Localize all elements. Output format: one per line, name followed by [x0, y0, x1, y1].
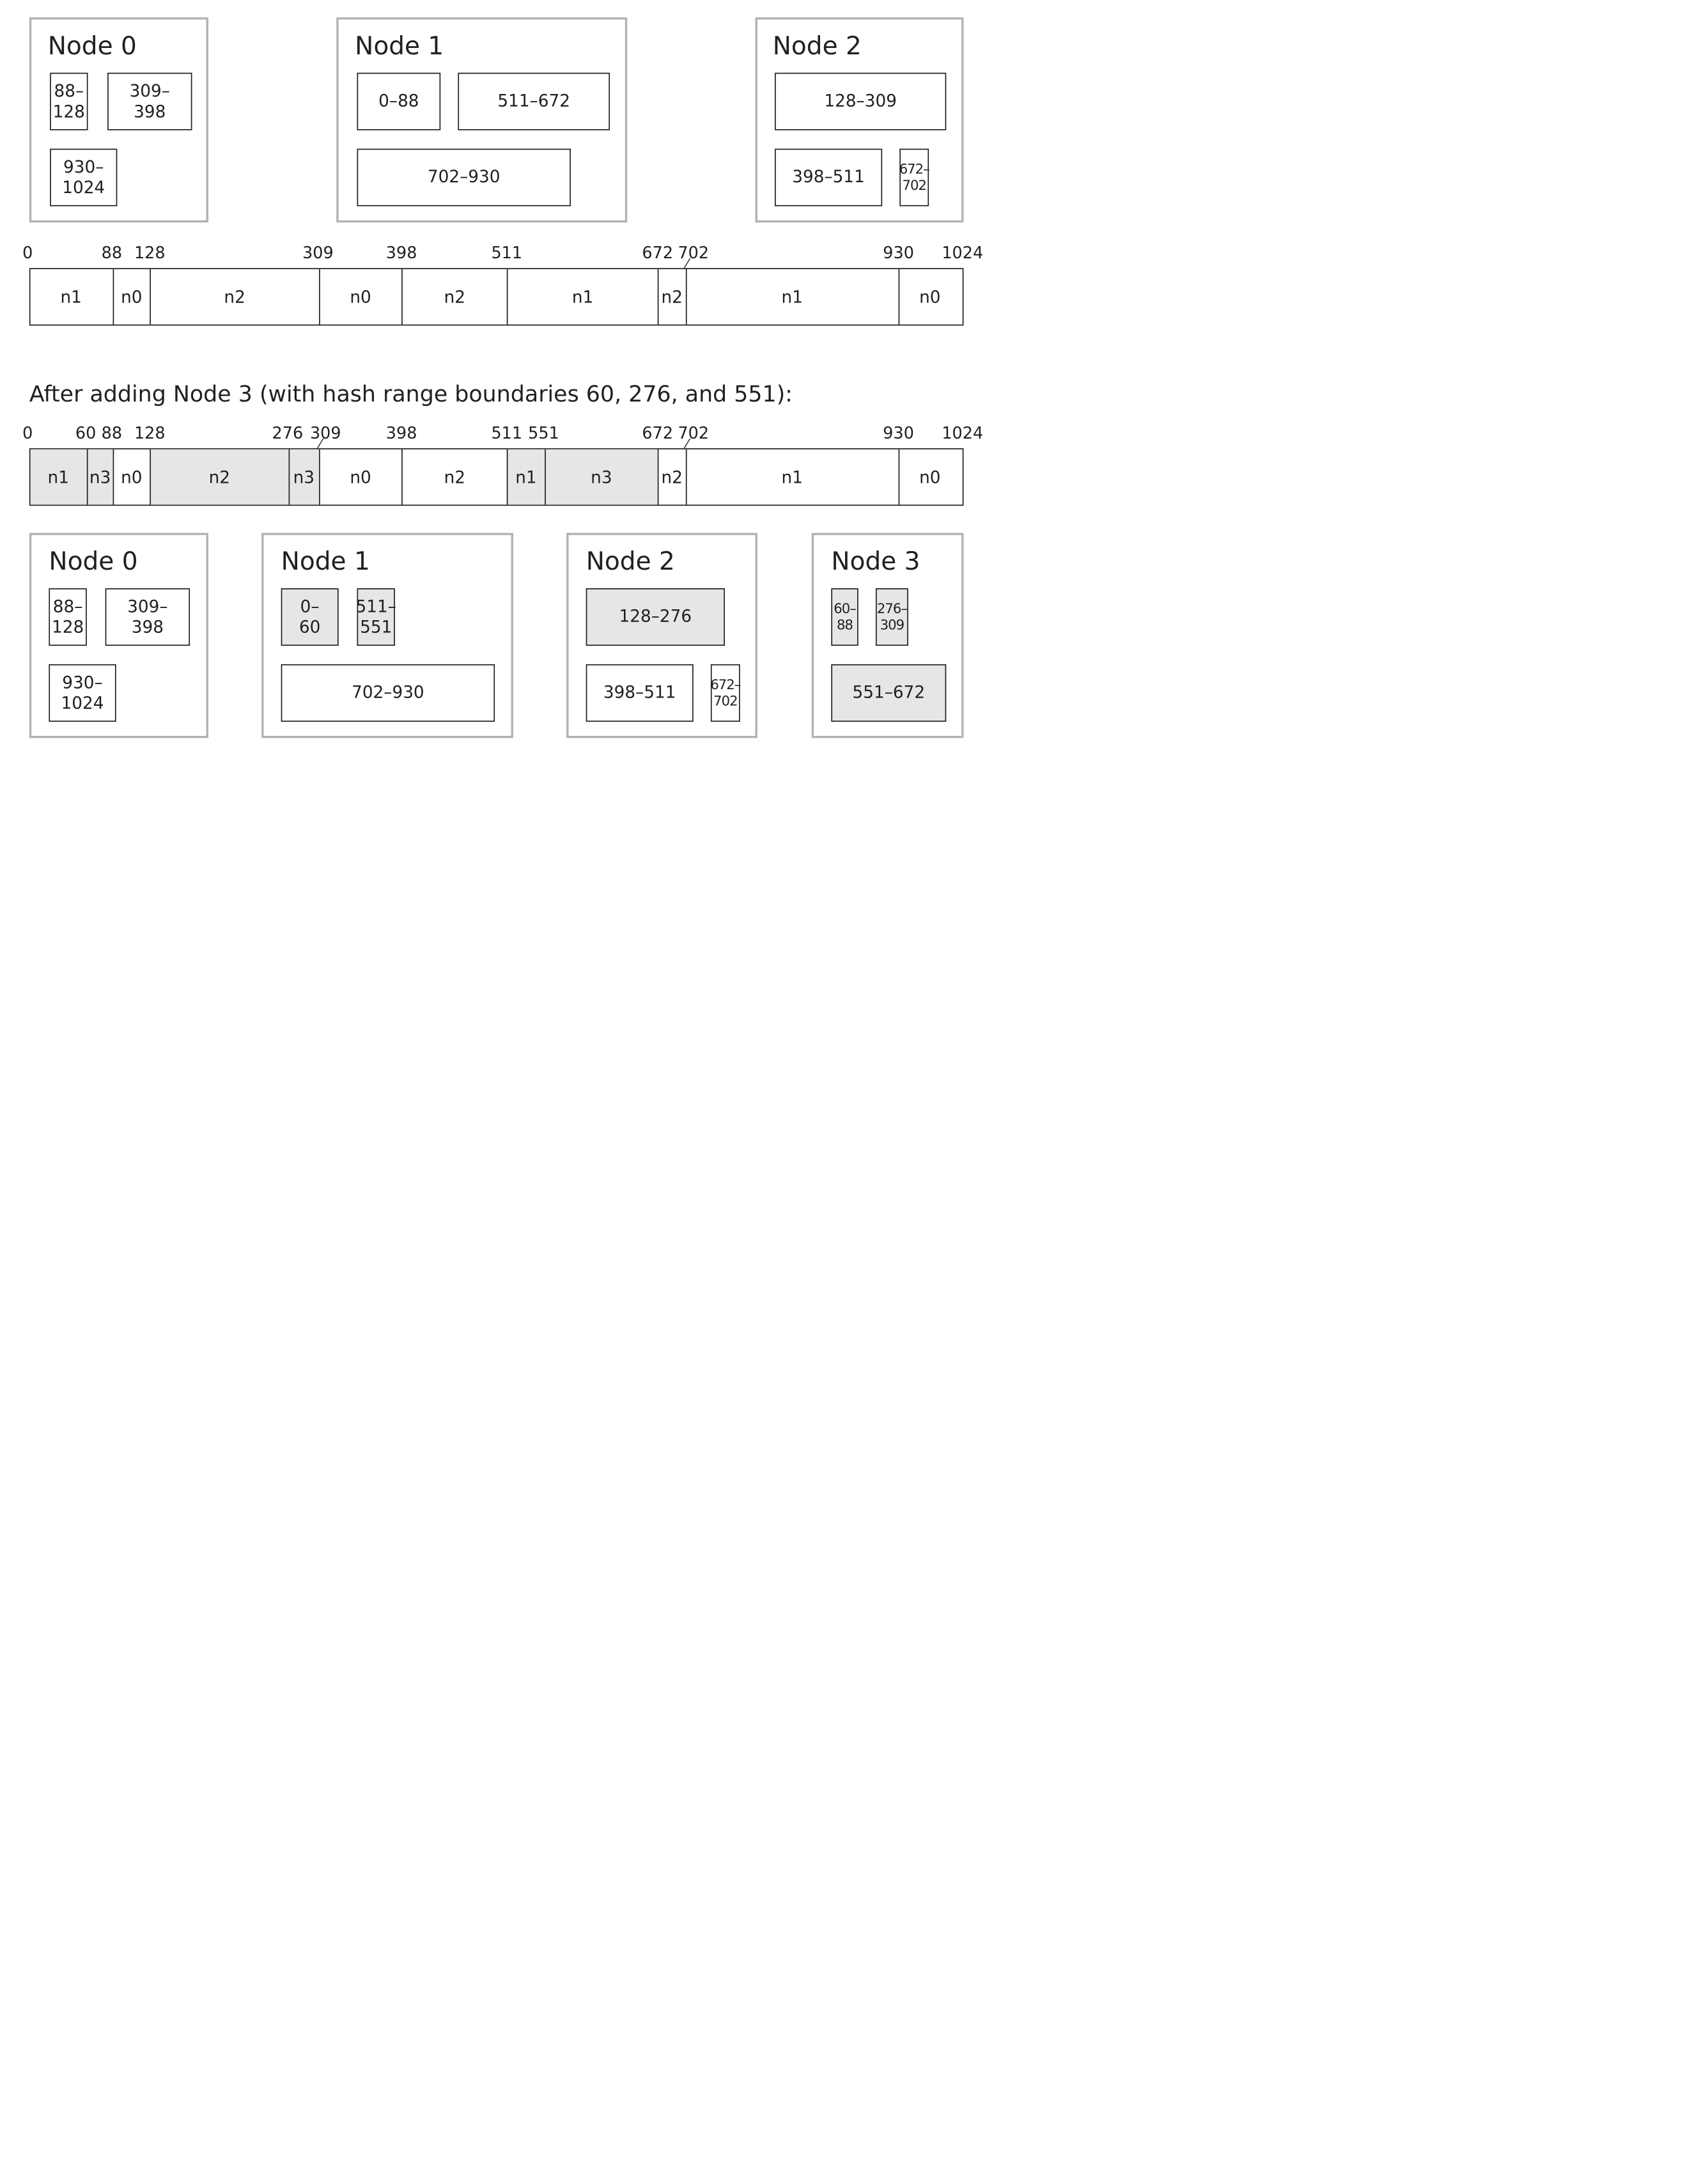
range-box: 88– 128 [50, 72, 88, 130]
tick-label: 88 [101, 243, 123, 263]
range-box: 672– 702 [710, 664, 741, 722]
after-node-3-box: Node 3 60– 88 276– 309 551–672 [811, 533, 964, 738]
tick-label: 309 [309, 423, 341, 443]
before-node-0-box: Node 0 88– 128 309– 398 930– 1024 [29, 17, 208, 223]
ring-segment: n0 [897, 269, 961, 325]
range-box: 511– 551 [356, 588, 396, 646]
tick-label: 511 [491, 423, 523, 443]
range-box: 930– 1024 [49, 664, 116, 722]
before-node-1-box: Node 1 0–88 511–672 702–930 [336, 17, 628, 223]
tick-label: 398 [385, 423, 417, 443]
node-title: Node 1 [355, 32, 444, 61]
ring-segment: n0 [897, 449, 961, 505]
tick-label: 398 [385, 243, 417, 263]
ring-segment: n1 [685, 449, 898, 505]
tick-label: 0 [22, 423, 33, 443]
before-hash-ring: n1 n0 n2 n0 n2 n1 n2 n1 n0 [28, 268, 963, 326]
ring-segment: n0 [112, 269, 150, 325]
leader-line [683, 438, 691, 449]
ring-segment: n1 [29, 449, 87, 505]
after-hash-ring: n1 n3 n0 n2 n3 n0 n2 n1 n3 n2 n1 n0 [28, 448, 963, 506]
range-box: 511–672 [458, 72, 610, 130]
tick-label: 551 [528, 423, 559, 443]
before-node-2-box: Node 2 128–309 398–511 672– 702 [755, 17, 964, 223]
tick-label: 309 [302, 243, 334, 263]
node-title: Node 1 [281, 548, 370, 577]
range-box: 702–930 [357, 148, 571, 207]
range-box: 60– 88 [831, 588, 858, 646]
ring-segment: n1 [506, 449, 545, 505]
ring-segment: n3 [86, 449, 112, 505]
ring-segment: n2 [657, 269, 685, 325]
range-box: 0– 60 [281, 588, 339, 646]
tick-label: 702 [678, 243, 710, 263]
range-box: 309– 398 [105, 588, 190, 646]
ring-segment: n1 [60, 287, 82, 307]
ring-segment: n3 [288, 449, 319, 505]
ring-segment: n1 [506, 269, 658, 325]
ring-segment: n0 [318, 269, 401, 325]
leader-line [316, 438, 324, 449]
node-title: Node 2 [772, 32, 862, 61]
tick-label: 128 [134, 243, 166, 263]
node-title: Node 2 [586, 548, 675, 577]
leader-line [683, 258, 691, 269]
ring-segment: n1 [685, 269, 898, 325]
after-node-2-box: Node 2 128–276 398–511 672– 702 [566, 533, 757, 738]
range-box: 398–511 [586, 664, 694, 722]
tick-leader-lines [316, 258, 691, 449]
tick-label: 0 [22, 243, 33, 263]
tick-label: 1024 [942, 423, 984, 443]
ring-segment: n3 [544, 449, 658, 505]
tick-label: 672 [642, 243, 674, 263]
ring-segment: n2 [401, 269, 507, 325]
range-box: 398–511 [775, 148, 883, 207]
ring-segment: n2 [150, 449, 288, 505]
tick-label: 276 [272, 423, 304, 443]
tick-label: 930 [883, 423, 914, 443]
tick-label: 88 [101, 423, 123, 443]
range-box: 88– 128 [49, 588, 87, 646]
ring-segment: n2 [657, 449, 685, 505]
tick-label: 702 [678, 423, 710, 443]
range-box: 128–309 [775, 72, 947, 130]
range-box: 0–88 [357, 72, 441, 130]
range-box: 672– 702 [899, 148, 930, 207]
tick-label: 60 [75, 423, 97, 443]
range-box: 309– 398 [107, 72, 192, 130]
range-box: 551–672 [831, 664, 947, 722]
range-box: 930– 1024 [50, 148, 118, 207]
tick-label: 511 [491, 243, 523, 263]
tick-label: 128 [134, 423, 166, 443]
ring-segment: n0 [112, 449, 150, 505]
after-node-0-box: Node 0 88– 128 309– 398 930– 1024 [29, 533, 208, 738]
ring-segment: n0 [318, 449, 401, 505]
ring-segment: n2 [150, 269, 318, 325]
node-title: Node 0 [49, 548, 138, 577]
range-box: 702–930 [281, 664, 495, 722]
after-caption: After adding Node 3 (with hash range bou… [29, 380, 793, 407]
ring-segment: n2 [401, 449, 507, 505]
range-box: 128–276 [586, 588, 725, 646]
range-box: 276– 309 [875, 588, 908, 646]
tick-label: 930 [883, 243, 914, 263]
tick-label: 1024 [942, 243, 984, 263]
node-title: Node 0 [47, 32, 137, 61]
tick-label: 672 [642, 423, 674, 443]
node-title: Node 3 [831, 548, 920, 577]
after-node-1-box: Node 1 0– 60 511– 551 702–930 [261, 533, 513, 738]
